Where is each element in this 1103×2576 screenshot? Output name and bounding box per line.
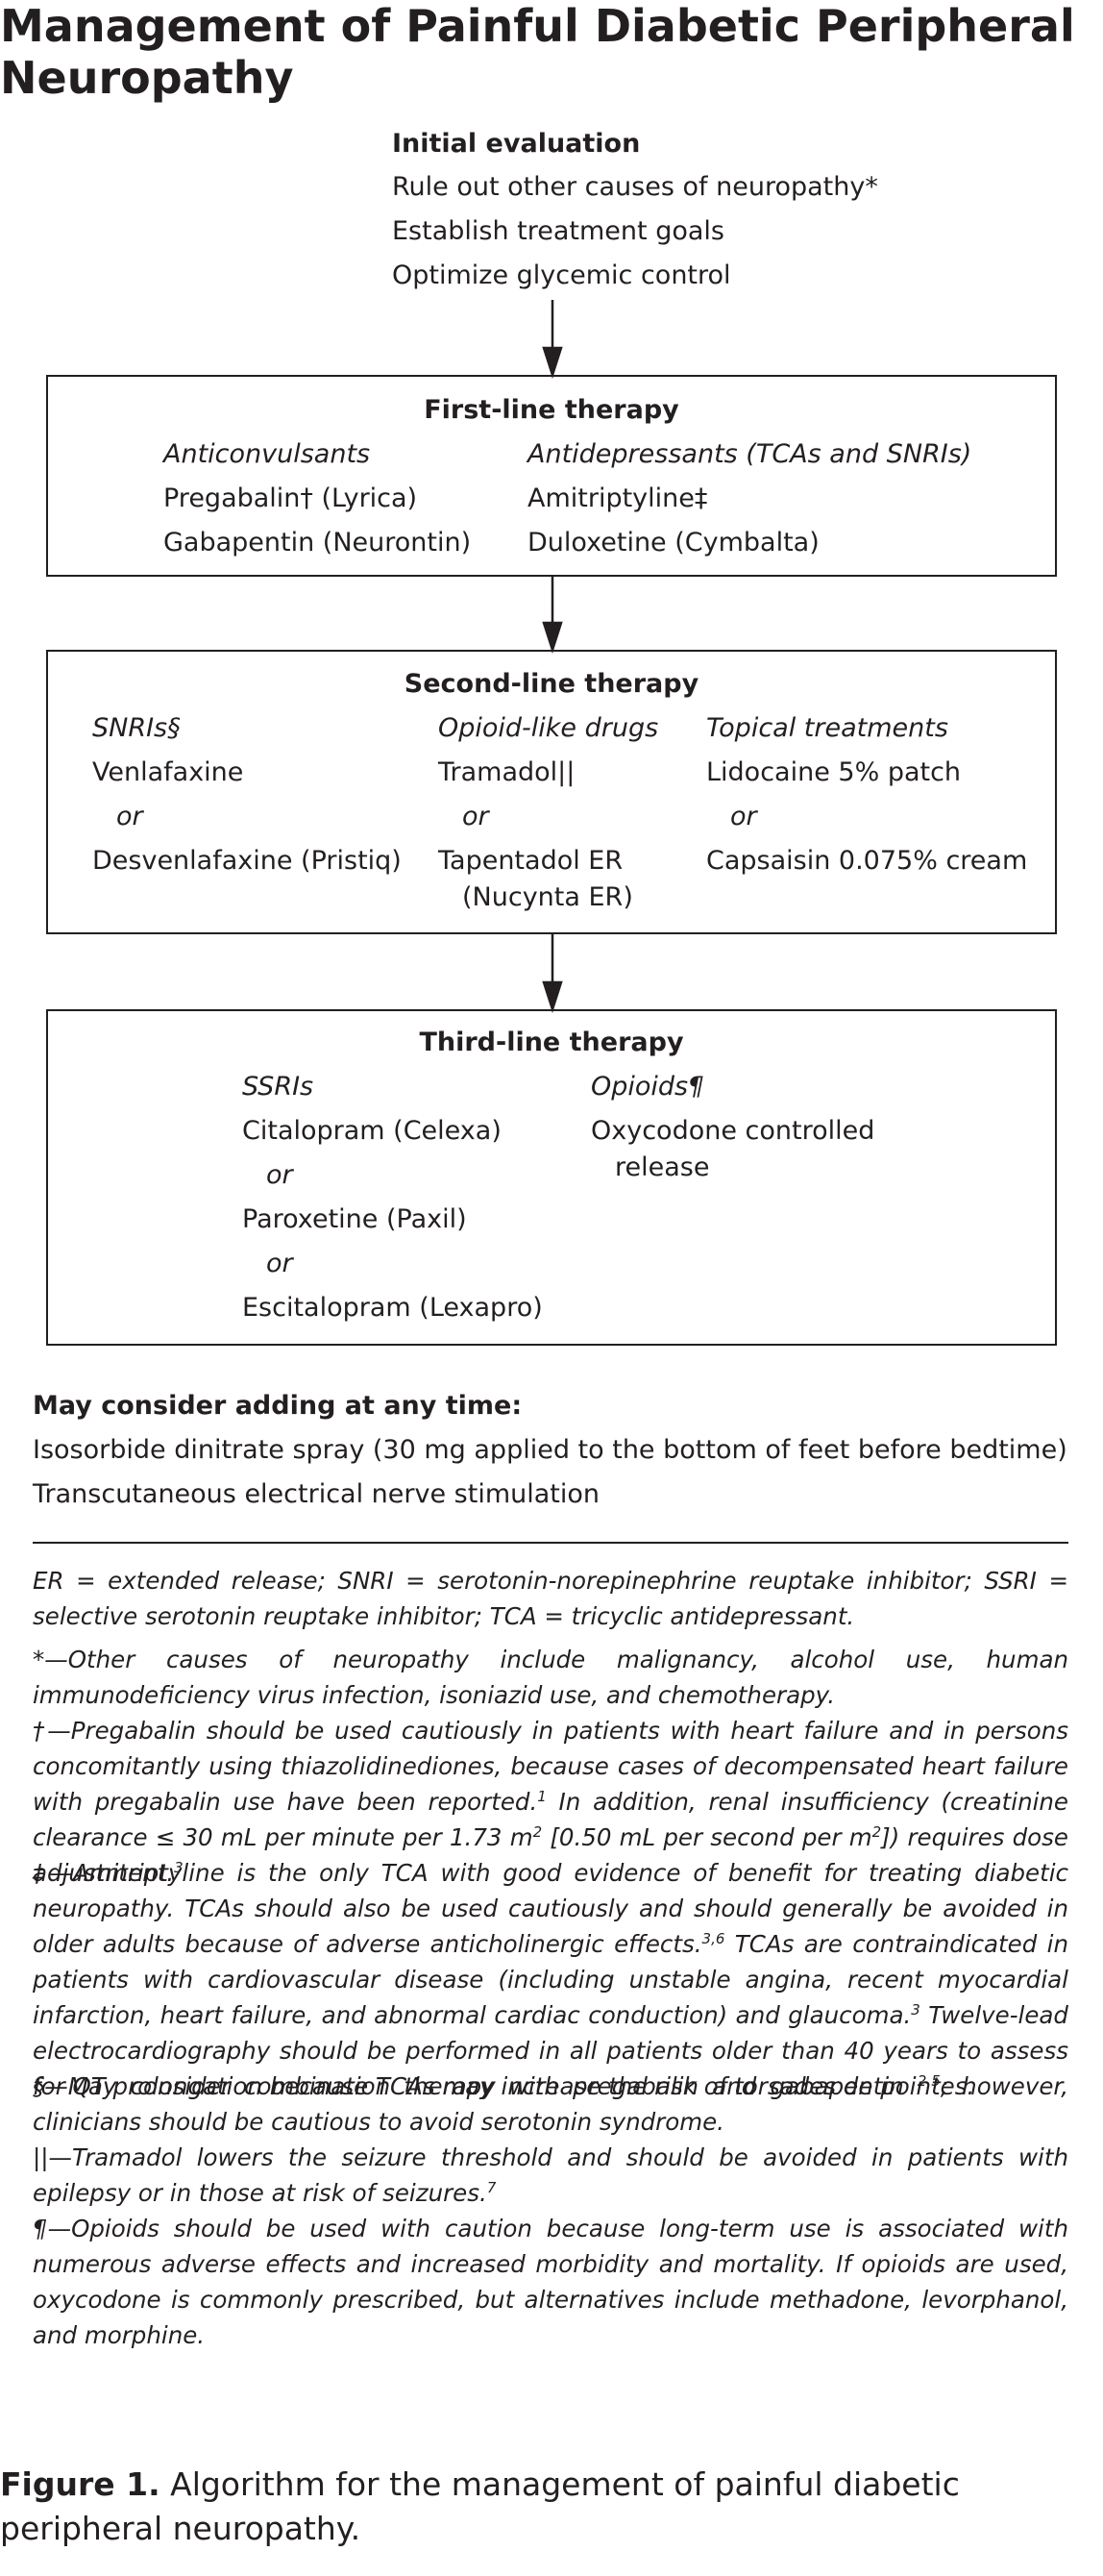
second-line-or: or [116, 802, 143, 831]
anytime-heading: May consider adding at any time: [33, 1391, 523, 1421]
arrow-head-3 [542, 980, 563, 1014]
first-line-heading: First-line therapy [424, 395, 679, 425]
third-line-col2-header: Opioids¶ [591, 1072, 705, 1102]
third-line-drug-cont: release [615, 1152, 710, 1182]
abbreviations: ER = extended release; SNRI = serotonin-… [33, 1567, 1068, 1630]
second-line-drug: Tapentadol ER [438, 846, 624, 876]
second-line-drug: Venlafaxine [92, 757, 244, 787]
footnote-star: *—Other causes of neuropathy include mal… [33, 1646, 1068, 1709]
first-line-drug: Duloxetine (Cymbalta) [527, 528, 820, 557]
second-line-col2-header: Opioid-like drugs [438, 713, 659, 743]
third-line-or: or [266, 1249, 293, 1278]
second-line-box [46, 650, 1057, 934]
third-line-box [46, 1009, 1057, 1346]
footnote-pilcrow: ¶—Opioids should be used with caution be… [33, 2215, 1068, 2349]
initial-item: Establish treatment goals [392, 216, 724, 246]
second-line-col3-header: Topical treatments [706, 713, 948, 743]
anytime-item: Isosorbide dinitrate spray (30 mg applie… [33, 1435, 1067, 1465]
first-line-col2-header: Antidepressants (TCAs and SNRIs) [527, 439, 972, 469]
second-line-or: or [462, 802, 489, 831]
first-line-col1-header: Anticonvulsants [163, 439, 371, 469]
initial-item: Rule out other causes of neuropathy* [392, 172, 878, 202]
second-line-drug: Desvenlafaxine (Pristiq) [92, 846, 402, 876]
first-line-drug: Pregabalin† (Lyrica) [163, 483, 418, 513]
initial-evaluation-heading: Initial evaluation [392, 129, 641, 159]
third-line-col1-header: SSRIs [242, 1072, 314, 1102]
figure-label: Figure 1. [0, 2465, 160, 2503]
footnote-pipes: ||—Tramadol lowers the seizure threshold… [33, 2143, 1068, 2207]
footnote-section: §—May consider combination therapy with … [33, 2071, 1068, 2136]
page-title: Management of Painful Diabetic Periphera… [0, 0, 1075, 104]
second-line-col1-header: SNRIs§ [92, 713, 181, 743]
first-line-box [46, 375, 1057, 577]
flow-arrows [542, 300, 563, 1014]
second-line-drug: Capsaisin 0.075% cream [706, 846, 1028, 876]
second-line-drug-cont: (Nucynta ER) [462, 882, 633, 912]
anytime-item: Transcutaneous electrical nerve stimulat… [33, 1479, 601, 1509]
third-line-drug: Escitalopram (Lexapro) [242, 1293, 543, 1323]
second-line-drug: Tramadol|| [438, 757, 576, 787]
footnote-dagger: †—Pregabalin should be used cautiously i… [33, 1717, 1069, 1887]
second-line-or: or [730, 802, 757, 831]
third-line-drug: Oxycodone controlled [591, 1116, 875, 1146]
third-line-drug: Paroxetine (Paxil) [242, 1204, 467, 1234]
divider [33, 1542, 1068, 1544]
third-line-heading: Third-line therapy [419, 1028, 684, 1057]
figure-caption: Figure 1. Algorithm for the management o… [0, 2463, 1095, 2551]
arrow-head-2 [542, 621, 563, 655]
initial-item: Optimize glycemic control [392, 260, 731, 290]
first-line-drug: Amitriptyline‡ [527, 483, 708, 513]
second-line-drug: Lidocaine 5% patch [706, 757, 962, 787]
figure-caption-text: Algorithm for the management of painful … [0, 2465, 960, 2547]
first-line-drug: Gabapentin (Neurontin) [163, 528, 472, 557]
arrow-head-1 [542, 346, 563, 380]
third-line-drug: Citalopram (Celexa) [242, 1116, 502, 1146]
third-line-or: or [266, 1160, 293, 1190]
second-line-heading: Second-line therapy [404, 669, 699, 699]
footnote-double-dagger: ‡—Amitriptyline is the only TCA with goo… [33, 1859, 1068, 2100]
